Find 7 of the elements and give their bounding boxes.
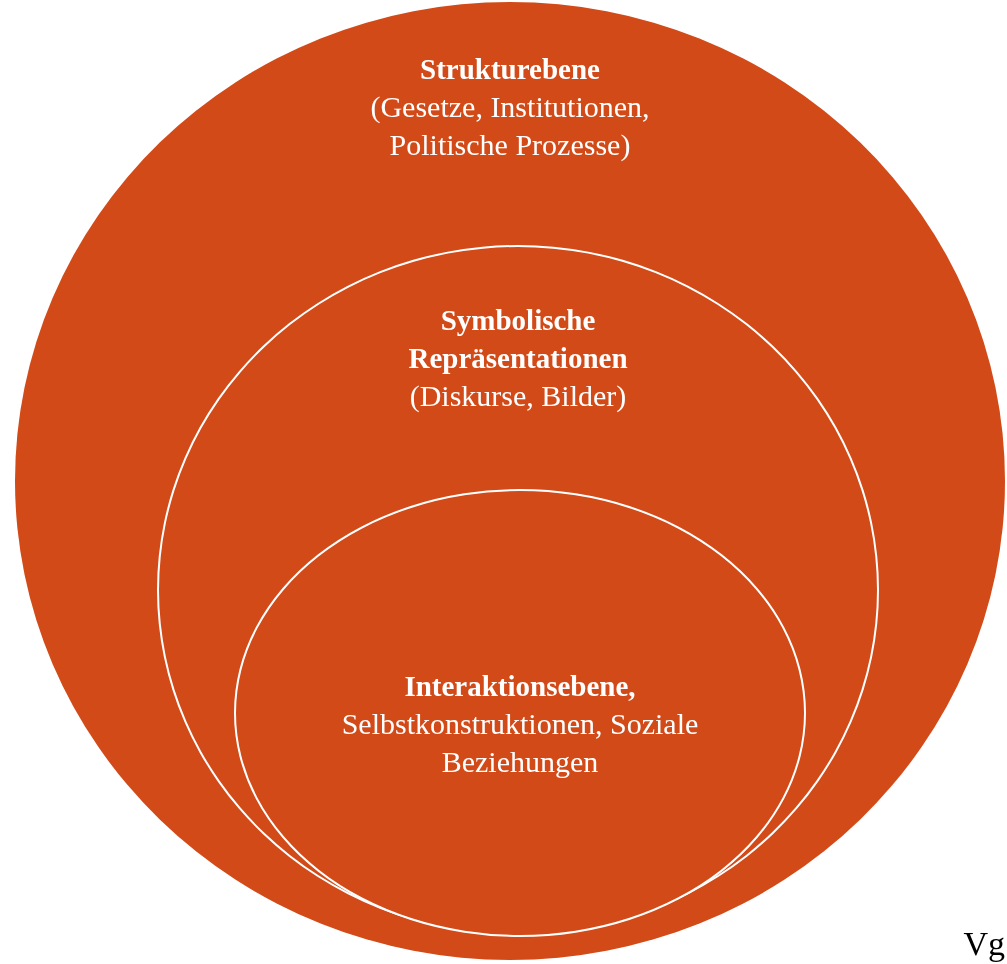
region-description: Selbstkonstruktionen, Soziale Beziehungen xyxy=(340,706,700,780)
region-heading: Strukturebene xyxy=(419,52,601,87)
region-description: (Diskurse, Bilder) xyxy=(408,378,628,414)
region-description: (Gesetze, Institutionen, Politische Prozesse) xyxy=(369,89,651,163)
cut-off-text: Vg xyxy=(963,926,1005,962)
region-heading: Symbolische Repräsentationen xyxy=(407,303,629,376)
region-heading: Interaktionsebene, xyxy=(403,669,637,704)
